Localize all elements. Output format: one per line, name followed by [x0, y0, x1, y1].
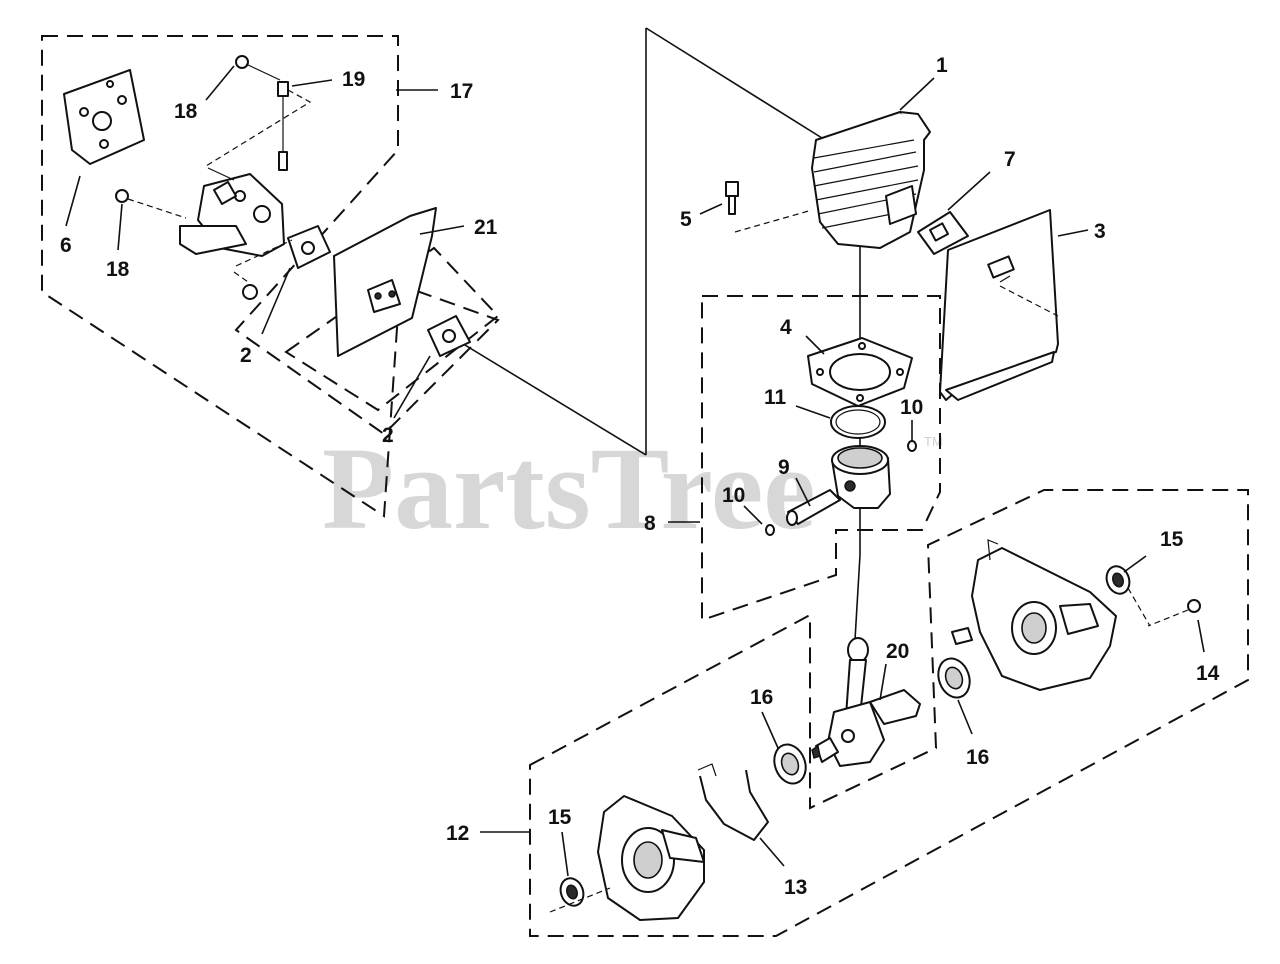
callout-4: 4	[780, 316, 792, 339]
bearing-part-16-right	[937, 657, 971, 699]
insulator-box	[284, 246, 500, 412]
callout-9: 9	[778, 456, 790, 479]
plug-wire-part-19	[205, 81, 312, 171]
carburetor-gasket-part-2	[233, 225, 331, 283]
callout-11: 11	[764, 386, 787, 409]
crankcase-half-right	[951, 539, 1117, 691]
callout-21: 21	[474, 216, 498, 239]
callout-10-bottom: 10	[722, 484, 745, 507]
callout-20: 20	[886, 640, 909, 663]
crankcase-assembly-box	[529, 489, 1249, 937]
screw-part-18-top	[235, 55, 281, 81]
crankshaft-part-20	[811, 637, 921, 767]
crankcase-gasket-part-13	[697, 763, 769, 841]
callout-18-top: 18	[174, 100, 198, 123]
center-axis-line	[854, 242, 861, 641]
gasket-leader-diagonal	[459, 341, 647, 456]
callout-2-carburetor-gasket: 2	[240, 344, 252, 367]
callout-7: 7	[1004, 148, 1016, 171]
callout-6: 6	[60, 234, 72, 257]
base-gasket-part-4	[807, 337, 913, 407]
callout-5: 5	[680, 208, 692, 231]
watermark-trademark: TM	[924, 434, 943, 449]
callout-14: 14	[1196, 662, 1220, 685]
insulator-plate-part-21	[333, 207, 437, 357]
cylinder-leader-diagonal	[645, 27, 823, 139]
callout-15-right: 15	[1160, 528, 1184, 551]
callout-15-left: 15	[548, 806, 572, 829]
heat-shield-part-3	[939, 209, 1059, 401]
exhaust-gasket-part-7	[917, 211, 969, 255]
callout-18-bottom: 18	[106, 258, 130, 281]
callout-13: 13	[784, 876, 807, 899]
intake-gasket-part-2	[427, 315, 471, 357]
callout-8: 8	[644, 512, 656, 535]
callout-10-top: 10	[900, 396, 923, 419]
oil-seal-part-15-left	[559, 877, 585, 907]
cylinder-part-1	[811, 111, 931, 249]
carburetor-assembly-box	[41, 35, 500, 518]
callout-1: 1	[936, 54, 948, 77]
callout-labels: 1 2 2 3 4 5 6 7 8 9 10 10 11 12 13 14 15…	[60, 54, 1220, 899]
watermark: PartsTree TM	[322, 423, 943, 554]
callout-19: 19	[342, 68, 365, 91]
callout-2-intake-gasket: 2	[382, 424, 394, 447]
callout-12: 12	[446, 822, 469, 845]
piston-pin-part-9	[786, 489, 841, 526]
leader-lines	[65, 65, 1205, 877]
oil-seal-part-15-right	[1105, 565, 1131, 595]
callout-17: 17	[450, 80, 473, 103]
piston	[831, 445, 891, 509]
bearing-part-16-left	[773, 743, 807, 785]
callout-16-left: 16	[750, 686, 773, 709]
screw-part-14	[1127, 587, 1201, 627]
bolt-part-5	[725, 181, 813, 233]
callout-16-right: 16	[966, 746, 989, 769]
piston-ring-part-11	[830, 405, 886, 439]
retaining-clip-part-10-top	[907, 440, 917, 452]
retaining-clip-part-10-bottom	[765, 524, 775, 536]
callout-3: 3	[1094, 220, 1106, 243]
gasket-plate-part-6	[63, 69, 145, 165]
nut-part	[242, 284, 258, 300]
watermark-text: PartsTree	[322, 423, 816, 554]
screw-part-18-left	[115, 189, 187, 219]
carburetor-body	[179, 167, 285, 257]
crankcase-half-left	[549, 795, 705, 921]
